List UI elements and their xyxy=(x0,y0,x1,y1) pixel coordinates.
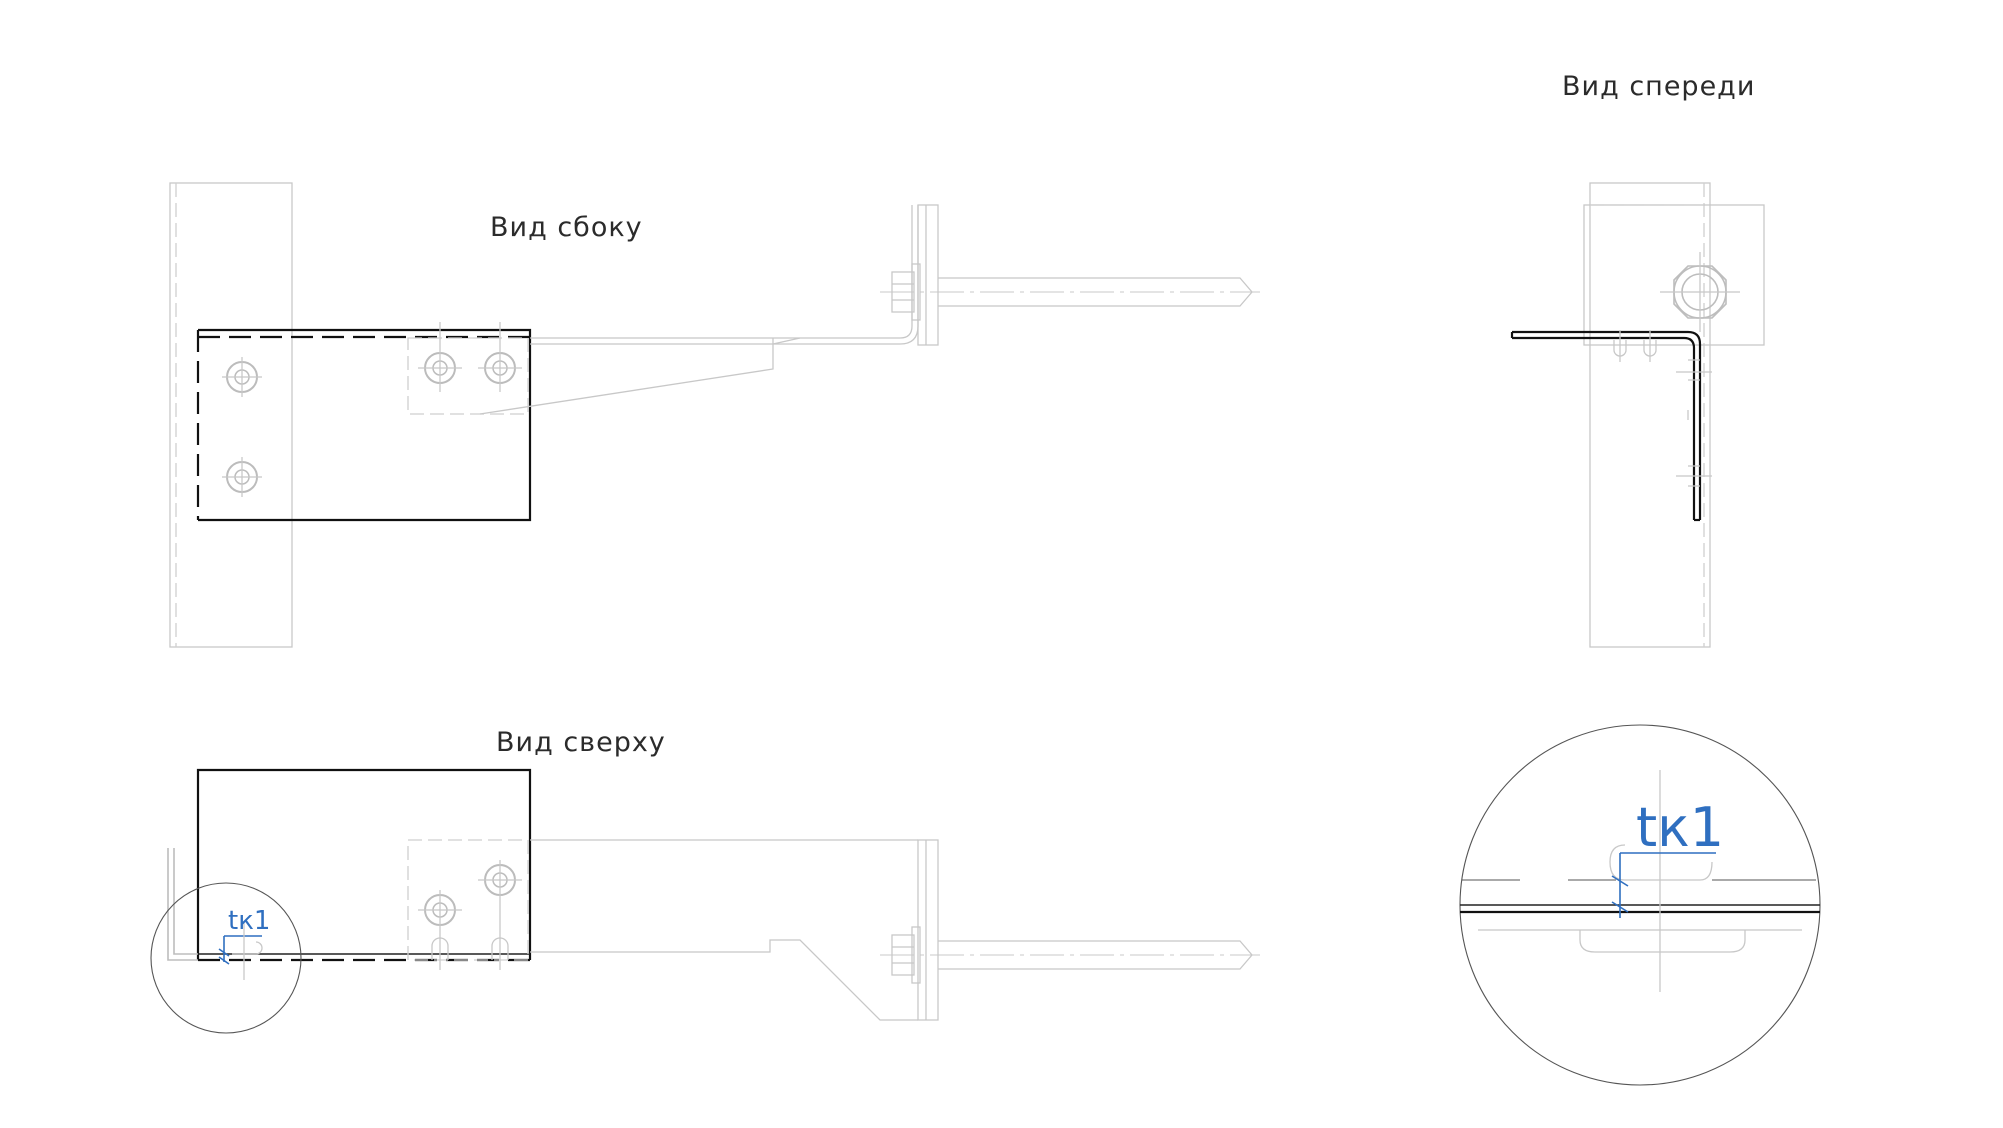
front-view-angle-profile xyxy=(1512,330,1702,520)
side-view xyxy=(169,182,1260,648)
side-view-bolt xyxy=(418,322,462,392)
side-view-bolt xyxy=(222,357,262,397)
side-view-post xyxy=(169,182,293,648)
top-view-bolt xyxy=(418,890,462,970)
front-view-nut xyxy=(1660,252,1740,332)
detail-callout-circle-small xyxy=(150,882,302,1034)
side-view-bolt xyxy=(222,457,262,497)
side-view-label: Вид сбоку xyxy=(490,212,643,243)
front-view-end-plate xyxy=(1583,204,1765,346)
front-view-label: Вид спереди xyxy=(1562,71,1756,102)
side-view-bracket-plate xyxy=(198,328,532,522)
callout-large-label: tк1 xyxy=(1636,796,1725,859)
top-view-bolt xyxy=(478,860,522,970)
front-view xyxy=(1510,182,1765,648)
top-view-bracket-plate xyxy=(196,768,532,960)
top-view-label: Вид сверху xyxy=(496,727,666,758)
front-view-post xyxy=(1589,182,1711,648)
callout-small-label: tк1 xyxy=(228,906,271,936)
detail-view-large xyxy=(1459,724,1821,1086)
side-view-bolt xyxy=(478,322,522,392)
top-view xyxy=(150,768,1260,1034)
